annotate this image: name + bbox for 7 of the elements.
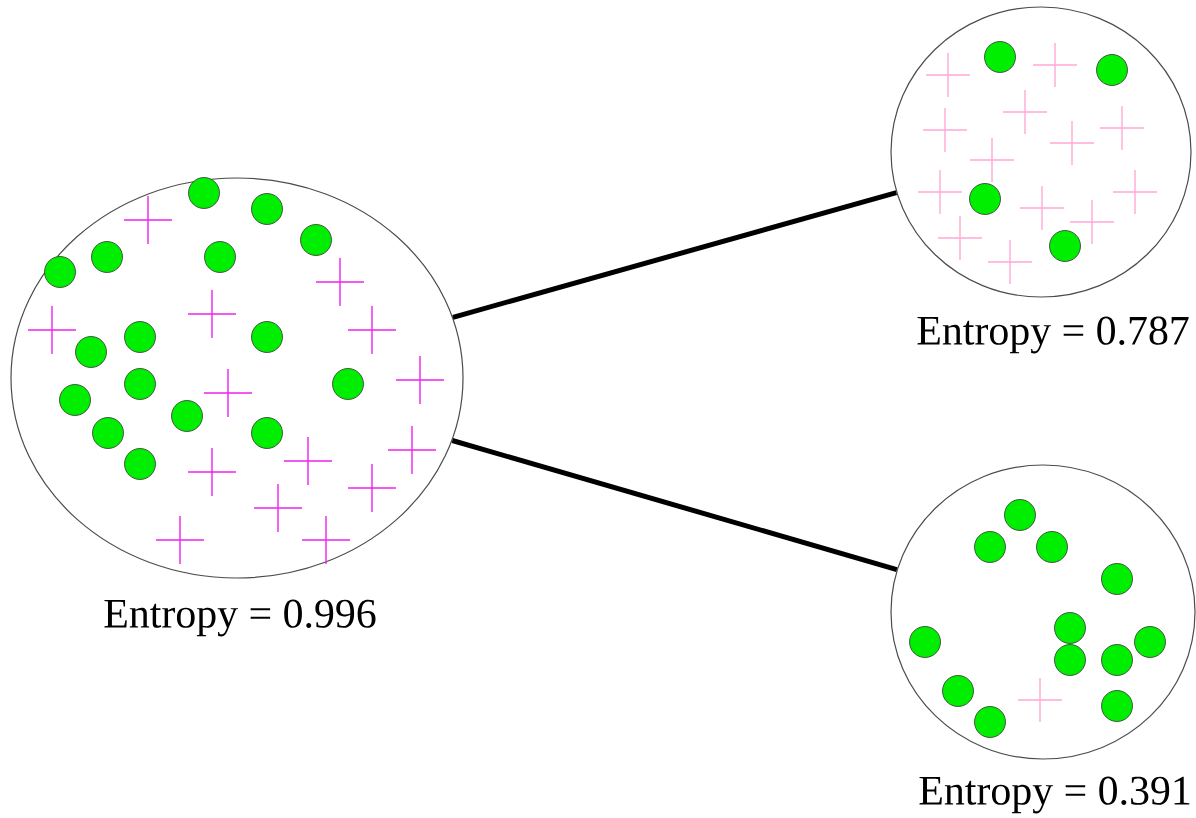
entropy-label: Entropy = 0.391 bbox=[919, 776, 1190, 814]
sample-circle bbox=[890, 464, 1196, 760]
connector-line bbox=[452, 190, 898, 320]
sample-circle bbox=[890, 6, 1192, 298]
entropy-label: Entropy = 0.996 bbox=[104, 599, 376, 637]
connector-line bbox=[451, 438, 898, 572]
entropy-label: Entropy = 0.787 bbox=[917, 316, 1189, 354]
